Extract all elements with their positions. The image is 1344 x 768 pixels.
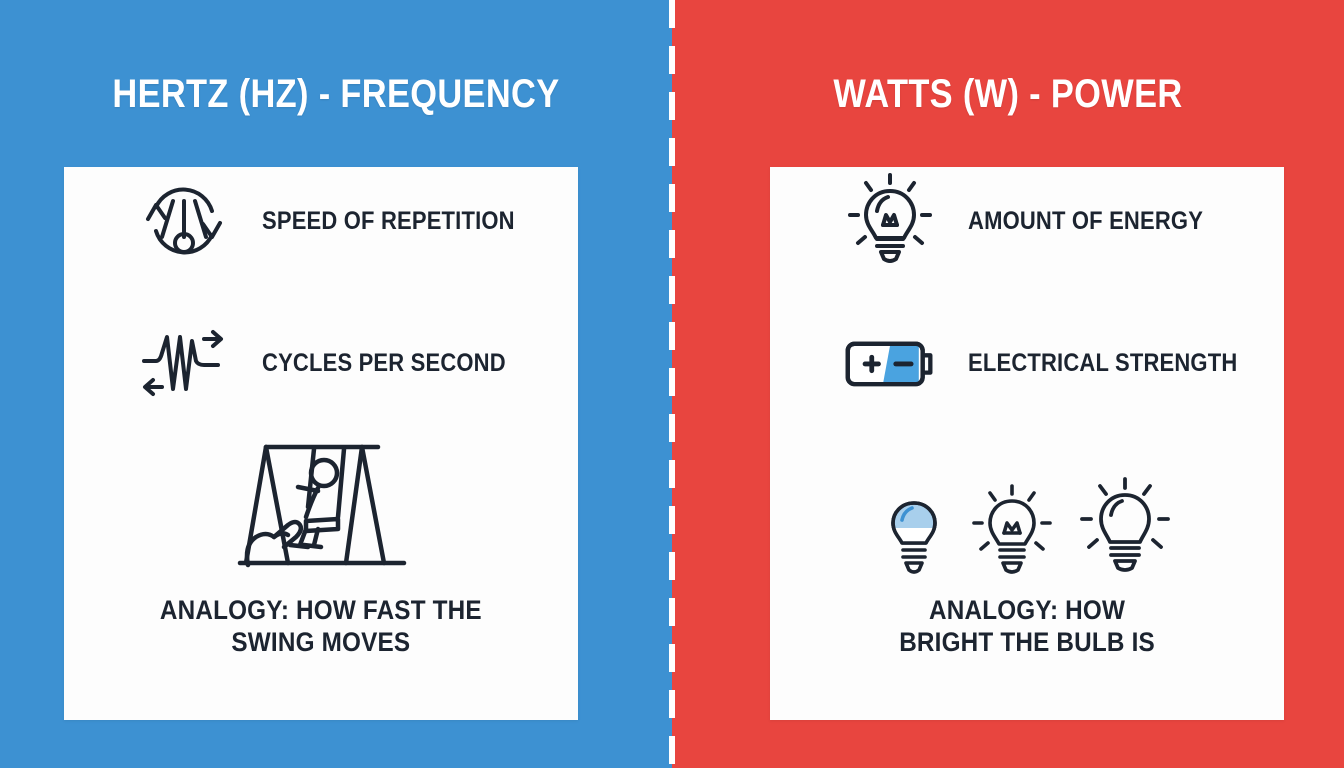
feature-label-cycles-per-second: CYCLES PER SECOND [262,348,506,377]
analogy-line2-watts: BRIGHT THE BULB IS [899,626,1155,657]
lightbulb-rays-icon [842,173,938,265]
panel-hertz: HERTZ (Hz) - FREQUENCY [0,0,672,768]
card-watts: AMOUNT OF ENERGY [770,167,1284,720]
waveform-arrows-icon [136,319,232,407]
bulb-bright-icon [1080,477,1170,572]
panel-divider [669,0,675,768]
analogy-text-watts: ANALOGY: HOW BRIGHT THE BULB IS [899,595,1155,658]
feature-row-cycles-per-second: CYCLES PER SECOND [64,309,578,417]
panel-watts: WATTS (W) - POWER [672,0,1344,768]
card-hertz: SPEED OF REPETITION CYCLES PER SECON [64,167,578,720]
three-lightbulbs-increasing-brightness-icon [770,431,1284,581]
feature-label-speed-of-repetition: SPEED OF REPETITION [262,206,515,235]
swing-set-with-child-and-pushing-hand-icon [64,431,578,581]
feature-row-amount-of-energy: AMOUNT OF ENERGY [770,167,1284,275]
panel-title-watts: WATTS (W) - POWER [833,72,1183,116]
feature-label-electrical-strength: ELECTRICAL STRENGTH [968,348,1238,377]
analogy-line1-watts: ANALOGY: HOW [928,595,1126,625]
feature-row-electrical-strength: ELECTRICAL STRENGTH [770,309,1284,417]
analogy-line1-hertz: ANALOGY: HOW FAST THE [160,595,482,625]
battery-icon [842,319,938,407]
bulb-row [883,477,1171,581]
feature-label-amount-of-energy: AMOUNT OF ENERGY [968,206,1204,235]
panel-title-hertz: HERTZ (Hz) - FREQUENCY [112,72,560,116]
analogy-line2-hertz: SWING MOVES [231,626,411,657]
bulb-dim-icon [891,501,937,574]
analogy-text-hertz: ANALOGY: HOW FAST THE SWING MOVES [160,595,482,658]
bulb-medium-icon [972,484,1052,574]
pendulum-cycle-icon [136,177,232,265]
feature-row-speed-of-repetition: SPEED OF REPETITION [64,167,578,275]
